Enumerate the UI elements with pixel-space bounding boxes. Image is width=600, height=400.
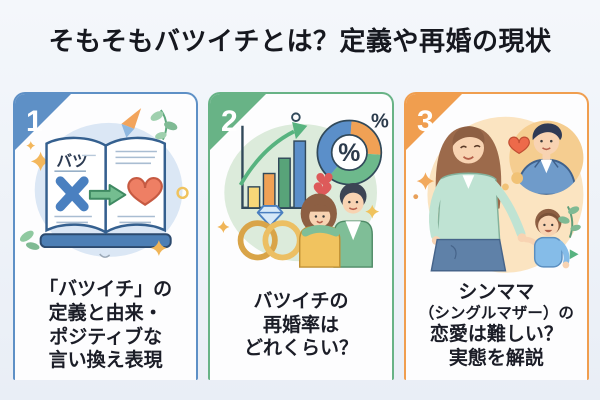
card-1: バツ <box>13 92 199 380</box>
card-3: 3 シンママ （シングルマザー）の 恋愛は難しい？ 実態を解説 <box>403 92 589 380</box>
caption-line: シンママ <box>458 281 535 303</box>
triangle-icon <box>569 249 579 260</box>
page-lines <box>54 150 157 224</box>
page-title: そもそもバツイチとは？定義や再婚の現状 <box>48 26 552 56</box>
card-2-illustration: % % <box>210 94 391 274</box>
x-mark-icon <box>55 176 89 212</box>
leaves-icon <box>150 109 178 141</box>
dot-icon <box>291 112 301 122</box>
badge-number: 1 <box>26 105 43 138</box>
caption-line: 実態を解説 <box>448 347 544 369</box>
caption-line: 「バツイチ」の <box>39 279 173 301</box>
wedding-rings-icon <box>238 204 303 261</box>
bubble-dot <box>501 183 509 191</box>
mother-figure <box>428 126 527 272</box>
bar-chart-icon <box>239 112 312 210</box>
couple-icon <box>299 173 374 268</box>
caption-line: 恋愛は難しい？ <box>429 324 563 346</box>
child-face <box>537 215 559 237</box>
card-2: % % <box>208 92 394 380</box>
caption-line: 定義と由来・ <box>48 302 163 324</box>
remarriage-stats-scene: % % <box>217 111 389 268</box>
book-word-label: バツ <box>56 152 88 170</box>
growth-arrow-icon <box>239 129 296 186</box>
card-1-caption: 「バツイチ」の 定義と由来・ ポジティブな 言い換え表現 <box>15 274 196 380</box>
leaf-icon <box>19 230 40 250</box>
caption-line: 言い換え表現 <box>48 350 163 372</box>
book-icon: バツ <box>39 136 172 249</box>
caption-line: バツイチの <box>253 291 349 313</box>
bubble-dot <box>510 172 523 184</box>
leaf-sprig-icon <box>557 205 581 238</box>
badge-number: 2 <box>221 105 238 138</box>
arrow-right-icon <box>88 183 127 206</box>
ring-dot-icon <box>176 186 189 200</box>
dot-icon <box>412 194 418 200</box>
single-mother-scene <box>412 116 584 273</box>
caption-line: どれくらい？ <box>243 338 358 360</box>
man-arm <box>301 225 341 237</box>
badge-number: 3 <box>417 105 434 138</box>
caption-line: （シングルマザー）の <box>418 305 574 323</box>
caption-line: 再婚率は <box>262 314 339 336</box>
number-badge: 2 <box>210 94 267 150</box>
book-scene: バツ <box>19 108 189 258</box>
donut-chart-icon: % <box>316 119 383 186</box>
cards-row: バツ <box>13 92 589 380</box>
paper-plane-icon <box>121 108 142 138</box>
caption-line: ポジティブな <box>49 326 163 348</box>
sparkle-icon <box>217 220 230 233</box>
infographic-page: そもそもバツイチとは？定義や再婚の現状 <box>0 0 600 380</box>
mother-skirt <box>430 238 506 272</box>
card-3-illustration <box>406 94 587 274</box>
card-3-caption: シンママ （シングルマザー）の 恋愛は難しい？ 実態を解説 <box>406 274 587 380</box>
number-badge: 1 <box>15 94 71 150</box>
mother-top <box>436 172 501 241</box>
child-figure <box>522 208 570 269</box>
mother-face <box>452 132 484 164</box>
percent-outer-label: % <box>371 111 389 133</box>
child-shirt <box>533 236 563 268</box>
number-badge: 3 <box>405 94 462 150</box>
percent-center-label: % <box>339 140 361 167</box>
doodle-curve <box>99 253 111 258</box>
card-2-caption: バツイチの 再婚率は どれくらい？ <box>210 274 391 380</box>
card-1-illustration: バツ <box>15 94 196 274</box>
man-face <box>342 192 364 214</box>
